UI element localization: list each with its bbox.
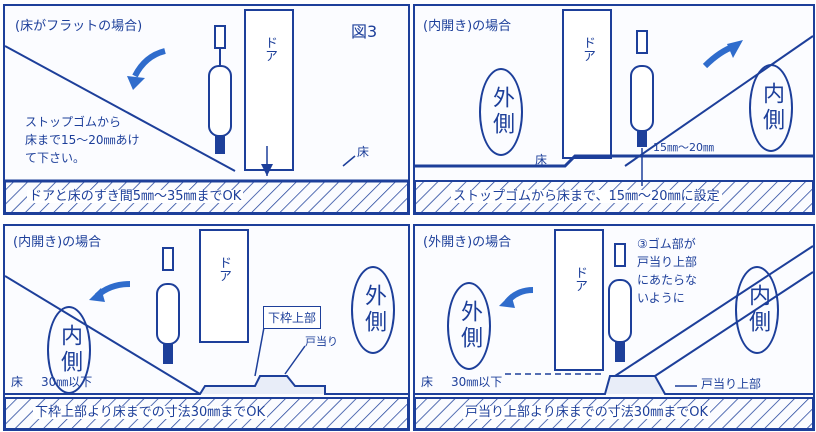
rubber-note-line-2: 戸当り上部 [637, 255, 698, 269]
inside-label: 内側 [749, 64, 793, 152]
floor-label: 床 [357, 145, 370, 159]
door-label: ドア [572, 266, 587, 292]
door-stopper-icon [608, 243, 632, 362]
door-label: ドア [216, 256, 231, 282]
panel-outward-opening: (外開き)の場合 ドア 外側 内側 ③ゴム部が 戸当り上部 にあたらな いように… [413, 224, 815, 431]
outside-label: 外側 [447, 282, 491, 370]
floor-label: 床 [421, 375, 434, 389]
floor-label: 床 [535, 153, 548, 167]
outside-label: 外側 [479, 68, 523, 156]
stopper-top-label: 戸当り上部 [701, 377, 762, 391]
panel-flat-floor-drawing [5, 9, 408, 213]
panel-title: (床がフラットの場合) [15, 19, 143, 34]
door-swing-line [5, 275, 201, 395]
note-line-1: ストップゴムから [25, 115, 122, 129]
threshold [415, 375, 813, 395]
door-swing-line [5, 45, 236, 172]
inside-label: 内側 [47, 306, 91, 394]
threshold [5, 375, 408, 395]
gap-dimension: 30㎜以下 [41, 375, 93, 389]
note-line-3: て下さい。 [25, 151, 86, 165]
bottom-caption: ドアと床のすき間5㎜～35㎜までOK [27, 189, 244, 204]
inside-label: 内側 [735, 266, 779, 354]
door-label: ドア [262, 36, 277, 62]
panel-flat-floor: (床がフラットの場合) 図3 ドア ストップゴムから 床まで15～20㎜あけ て… [3, 4, 410, 215]
panel-outward-opening-drawing [415, 229, 813, 429]
outside-label: 外側 [351, 266, 395, 354]
gap-dimension: 30㎜以下 [451, 375, 503, 389]
door-swing-line [624, 35, 813, 167]
door-stopper-icon [208, 25, 232, 154]
panel-inward-opening-1-drawing [415, 9, 813, 213]
door [199, 229, 249, 343]
floor-label: 床 [11, 375, 24, 389]
swing-arrow [132, 48, 166, 78]
frame-top-label: 下枠上部 [263, 306, 322, 329]
door-swing-line-1 [614, 245, 813, 377]
figure-number: 図3 [351, 22, 378, 41]
rubber-note-line-4: いように [637, 291, 685, 305]
panel-title: (内開き)の場合 [423, 19, 512, 34]
door-label: ドア [580, 36, 595, 62]
stopper-label: 戸当り [305, 335, 338, 348]
bottom-caption: 下枠上部より床までの寸法30㎜までOK [33, 405, 268, 420]
door-swing-line-2 [654, 271, 813, 377]
panel-inward-opening-1: (内開き)の場合 ドア 外側 内側 15㎜～20㎜ 床 ストップゴムから床まで、… [413, 4, 815, 215]
panel-inward-opening-2: (内開き)の場合 ドア 内側 外側 下枠上部 戸当り 床 30㎜以下 下枠上部よ… [3, 224, 410, 431]
door [562, 9, 612, 159]
rubber-note-line-3: にあたらな [637, 273, 698, 287]
rubber-note-line-1: ③ゴム部が [637, 237, 696, 251]
door [244, 9, 294, 171]
panel-title: (内開き)の場合 [13, 235, 102, 250]
gap-dimension: 15㎜～20㎜ [653, 141, 714, 154]
door-stopper-icon [630, 30, 654, 147]
note-line-2: 床まで15～20㎜あけ [25, 133, 140, 147]
bottom-caption: ストップゴムから床まで、15㎜～20㎜に設定 [451, 189, 722, 204]
door-stopper-icon [156, 247, 180, 364]
door [554, 229, 604, 371]
bottom-caption: 戸当り上部より床までの寸法30㎜までOK [463, 405, 711, 420]
panel-title: (外開き)の場合 [423, 235, 512, 250]
